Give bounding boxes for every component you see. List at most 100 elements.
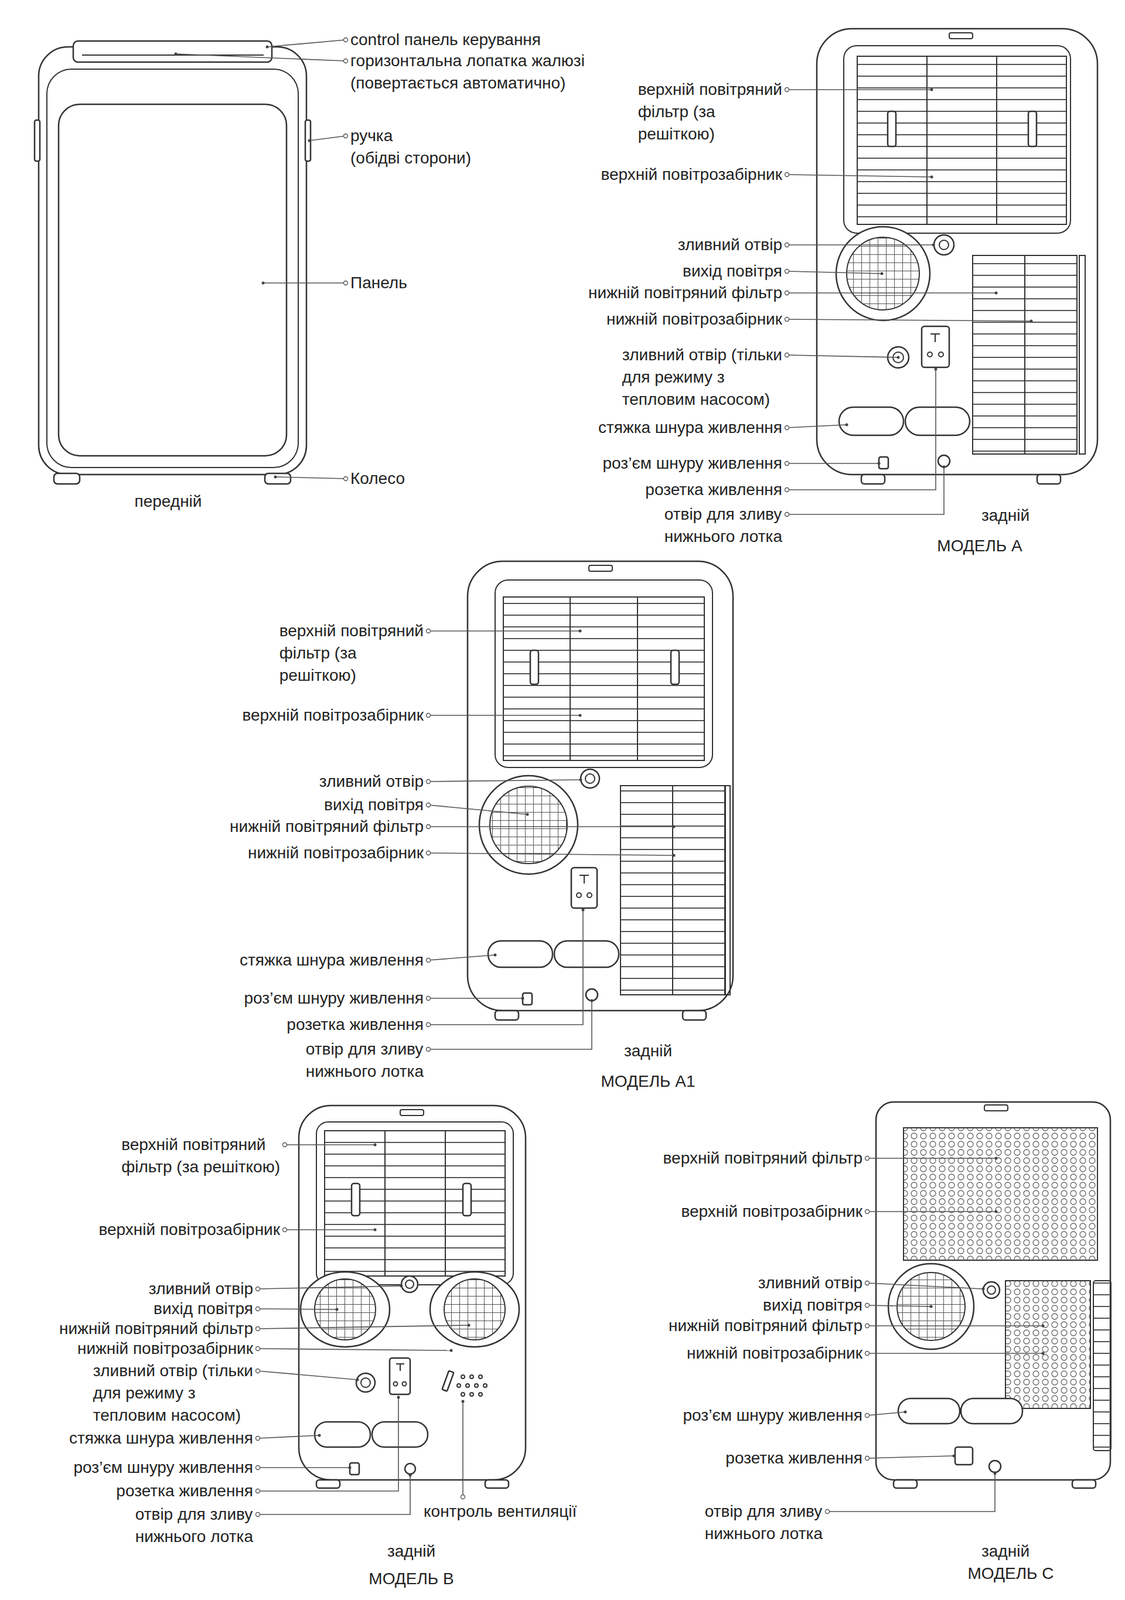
air-outlet	[836, 226, 930, 321]
leader-line	[867, 1305, 932, 1307]
leader-line	[263, 282, 346, 284]
part-label: нижній повітрозабірник	[606, 309, 783, 330]
leader-dot	[400, 1284, 404, 1288]
leader-line	[275, 476, 346, 479]
vent-lever	[441, 1371, 454, 1392]
part-label: нижній повітряний фільтр	[59, 1318, 254, 1339]
vent-dot	[465, 1383, 470, 1388]
part-label: верхній повітрозабірник	[600, 164, 783, 185]
leader-dot	[526, 813, 530, 817]
outlet-grid	[846, 237, 920, 310]
drain-port-inner	[585, 774, 595, 784]
leader-end	[785, 87, 790, 92]
leader-end	[426, 958, 431, 963]
view-caption: задній	[981, 505, 1030, 526]
leader-end	[343, 281, 349, 286]
leader-end	[256, 1466, 261, 1471]
leader-dot	[373, 1143, 377, 1147]
leader-end	[426, 779, 431, 784]
grille-frame	[843, 45, 1071, 234]
leader-dot	[521, 997, 525, 1001]
part-label: верхній повітрозабірник	[98, 1219, 281, 1240]
leader-dot	[1041, 1352, 1045, 1356]
view-caption: задній	[624, 1041, 673, 1062]
part-label: верхній повітрозабірник	[241, 705, 424, 726]
leader-end	[426, 1047, 431, 1052]
leader-end	[256, 1369, 261, 1374]
leader-line	[257, 1286, 402, 1290]
leader-end	[785, 243, 790, 248]
filter-tab	[1028, 111, 1037, 147]
leader-dot	[590, 999, 594, 1003]
grille-divider	[444, 1130, 446, 1277]
leader-dot	[897, 356, 900, 360]
grille-divider	[384, 1130, 386, 1277]
leader-dot	[1030, 319, 1034, 323]
drain-port-inner	[360, 1378, 371, 1388]
leader-end	[865, 1303, 870, 1308]
leader-line	[827, 1473, 995, 1512]
leader-end	[426, 851, 431, 856]
leader-line	[257, 1397, 399, 1492]
leader-dot	[356, 1378, 360, 1382]
socket-pin	[402, 1382, 407, 1387]
leader-line	[257, 1308, 337, 1310]
leader-line	[257, 1325, 469, 1329]
part-label: розетка живлення	[645, 479, 783, 500]
part-label: вихід повітря	[762, 1295, 863, 1316]
upper-grille	[324, 1130, 506, 1277]
vent-dot	[478, 1392, 483, 1397]
grille-divider	[996, 56, 998, 225]
wheel	[495, 1010, 519, 1021]
leader-end	[865, 1209, 870, 1215]
leader-line	[428, 1000, 592, 1050]
leader-end	[283, 1143, 288, 1148]
leader-end	[785, 291, 790, 296]
leader-dot	[982, 1287, 985, 1291]
leader-line	[175, 53, 346, 61]
leader-dot	[408, 1474, 412, 1478]
part-label: control панель керування	[350, 29, 541, 50]
leader-dot	[994, 291, 998, 295]
cord-connector	[878, 457, 889, 469]
part-label: верхній повітрозабірник	[680, 1201, 863, 1222]
intake-grid	[444, 1279, 506, 1341]
tray-drain	[404, 1463, 416, 1475]
leader-end	[785, 353, 790, 358]
leader-end	[785, 269, 790, 274]
leader-dot	[929, 1305, 933, 1309]
leader-line	[786, 292, 997, 294]
leader-dot	[672, 825, 676, 829]
part-label: верхній повітряний фільтр (за решіткою)	[279, 619, 424, 687]
leader-line	[867, 1412, 906, 1416]
drain-port-inner	[405, 1280, 414, 1289]
wheel	[485, 1480, 509, 1489]
cord-strap	[488, 941, 553, 968]
part-label: розетка живлення	[286, 1014, 424, 1035]
vent-dot	[483, 1383, 487, 1388]
leader-dot	[932, 243, 936, 247]
filter-tab	[887, 111, 896, 147]
leader-line	[428, 909, 584, 1025]
leader-line	[867, 1283, 984, 1290]
air-intake	[430, 1272, 520, 1348]
view-caption: МОДЕЛЬ С	[967, 1563, 1055, 1584]
power-socket	[389, 1358, 411, 1395]
view-caption: МОДЕЛЬ А1	[601, 1071, 696, 1092]
air-outlet	[888, 1263, 974, 1350]
cord-strap	[898, 1398, 960, 1424]
leader-dot	[952, 1454, 956, 1458]
leader-line	[428, 779, 581, 782]
tray-drain	[938, 455, 950, 467]
drain-port-inner	[987, 1286, 996, 1295]
part-label: зливний отвір (тільки для режиму з тепло…	[622, 343, 783, 411]
cord-strap	[372, 1422, 428, 1448]
part-label: роз’єм шнуру живлення	[683, 1405, 863, 1426]
leader-line	[428, 997, 523, 1000]
part-label: зливний отвір	[148, 1279, 254, 1300]
leader-end	[256, 1327, 261, 1332]
part-label: отвір для зливу нижнього лотка	[704, 1500, 823, 1546]
leader-line	[309, 135, 346, 141]
